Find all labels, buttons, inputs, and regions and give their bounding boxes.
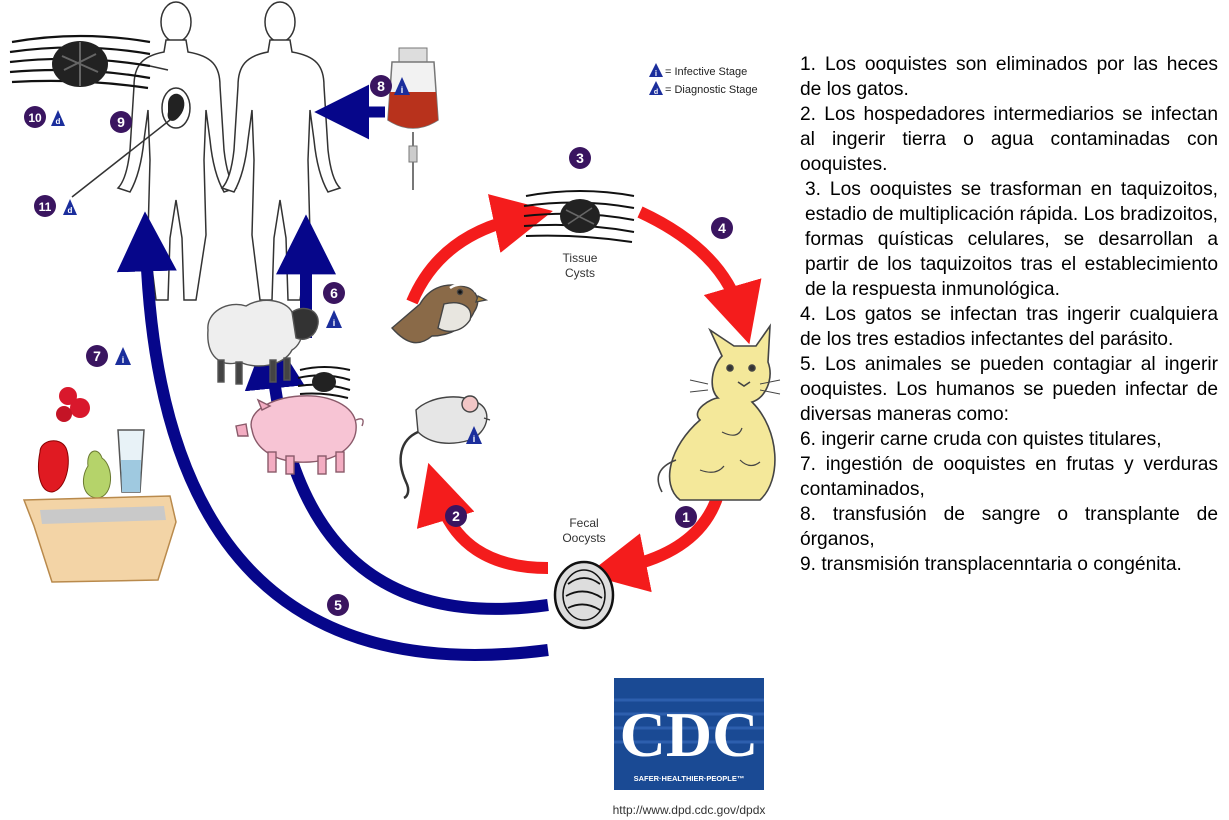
infective-stage-icon bbox=[649, 63, 663, 77]
svg-text:d: d bbox=[56, 117, 61, 126]
step-number-5: 5 bbox=[334, 597, 342, 613]
arrow-4-to-cat bbox=[637, 206, 762, 345]
legend-diagnostic-label: = Diagnostic Stage bbox=[665, 84, 758, 96]
legend-infective-label: = Infective Stage bbox=[665, 66, 747, 78]
step-number-9: 9 bbox=[117, 114, 125, 130]
step-number-11: 11 bbox=[39, 200, 52, 214]
description-item-7: 7. ingestión de ooquistes en frutas y ve… bbox=[800, 454, 1218, 500]
description-item-6: 6. ingerir carne cruda con quistes titul… bbox=[800, 429, 1162, 450]
cdc-tagline: SAFER·HEALTHIER·PEOPLE™ bbox=[634, 774, 745, 783]
step-badge-6 bbox=[323, 282, 345, 304]
step-number-2: 2 bbox=[452, 508, 460, 524]
human-figure-mother bbox=[116, 1, 238, 301]
step-number-8: 8 bbox=[377, 78, 385, 94]
litter-box-icon bbox=[22, 495, 177, 583]
step-badge-5 bbox=[327, 594, 349, 616]
diagnostic-stage-icon bbox=[63, 199, 77, 215]
description-item-5: 5. Los animales se pueden contagiar al i… bbox=[800, 354, 1218, 425]
blood-bag-icon bbox=[387, 47, 439, 190]
arrow-7-to-human bbox=[116, 211, 549, 661]
fecal-oocysts-label-2: Oocysts bbox=[562, 531, 605, 545]
step-badge-3 bbox=[569, 147, 591, 169]
bird-icon bbox=[391, 283, 489, 344]
diagnostic-stage-icon bbox=[51, 110, 65, 126]
legend: i = Infective Stage d = Diagnostic Stage bbox=[649, 63, 758, 96]
human-figure-recipient bbox=[220, 1, 342, 301]
infective-stage-icon bbox=[466, 426, 482, 444]
step-number-1: 1 bbox=[682, 509, 690, 525]
fecal-oocyst-icon bbox=[553, 560, 615, 630]
svg-text:i: i bbox=[401, 85, 404, 95]
diagnostic-stage-icon bbox=[649, 81, 663, 95]
step-badge-4 bbox=[711, 217, 733, 239]
sheep-icon bbox=[207, 299, 319, 385]
step-number-6: 6 bbox=[330, 285, 338, 301]
arrow-2-to-rodent bbox=[416, 462, 549, 574]
svg-text:i: i bbox=[473, 434, 476, 444]
fetus-icon bbox=[167, 93, 185, 121]
infective-stage-icon bbox=[326, 310, 342, 328]
infective-stage-icon bbox=[115, 347, 131, 365]
fecal-oocysts-label-1: Fecal bbox=[569, 516, 598, 530]
tissue-cysts-icon bbox=[523, 190, 635, 243]
step-number-7: 7 bbox=[93, 348, 101, 364]
fruits-icon bbox=[38, 387, 111, 499]
tissue-cyst-brain-icon bbox=[9, 34, 151, 90]
meat-cyst-icon bbox=[297, 366, 351, 399]
step-badge-10 bbox=[24, 106, 46, 128]
description-item-4: 4. Los gatos se infectan tras ingerir cu… bbox=[800, 304, 1218, 350]
arrow-1-cat-to-oocysts bbox=[587, 493, 724, 593]
svg-text:d: d bbox=[654, 89, 658, 96]
water-glass-icon bbox=[117, 429, 145, 493]
cat-icon bbox=[657, 323, 781, 501]
svg-text:i: i bbox=[122, 355, 125, 365]
description-item-1: 1. Los ooquistes son eliminados por las … bbox=[800, 54, 1218, 100]
infective-stage-icon bbox=[394, 77, 410, 95]
step-number-4: 4 bbox=[718, 220, 726, 236]
description-item-8: 8. transfusión de sangre o transplante d… bbox=[800, 504, 1218, 550]
life-cycle-diagram: 8 10 9 11 3 4 6 7 2 1 5 i d d i i i bbox=[9, 1, 781, 817]
cdc-url: http://www.dpd.cdc.gov/dpdx bbox=[613, 803, 766, 817]
description-panel: 1. Los ooquistes son eliminados por las … bbox=[800, 52, 1218, 577]
svg-text:i: i bbox=[333, 318, 336, 328]
step-badge-8 bbox=[370, 75, 392, 97]
cdc-logo-text: CDC bbox=[620, 699, 759, 770]
svg-text:d: d bbox=[68, 206, 73, 215]
step-badge-9 bbox=[110, 111, 132, 133]
step-number-3: 3 bbox=[576, 150, 584, 166]
step-number-10: 10 bbox=[28, 111, 42, 125]
step-badge-7 bbox=[86, 345, 108, 367]
pointer-line bbox=[71, 119, 171, 198]
description-item-9: 9. transmisión transplacenntaria o congé… bbox=[800, 554, 1182, 575]
arrow-3-to-tissue-cysts bbox=[406, 194, 553, 305]
step-badge-1 bbox=[675, 506, 697, 528]
description-item-3: 3. Los ooquistes se trasforman en taquiz… bbox=[805, 179, 1218, 300]
step-badge-2 bbox=[445, 505, 467, 527]
description-item-2: 2. Los hospedadores intermediarios se in… bbox=[800, 104, 1218, 175]
svg-text:i: i bbox=[655, 69, 657, 78]
tissue-cysts-label-2: Cysts bbox=[565, 266, 595, 280]
cdc-logo: CDC SAFER·HEALTHIER·PEOPLE™ http://www.d… bbox=[613, 678, 766, 817]
tissue-cysts-label-1: Tissue bbox=[563, 251, 598, 265]
rodent-icon bbox=[399, 395, 491, 500]
step-badge-11 bbox=[34, 195, 56, 217]
pig-icon bbox=[235, 395, 364, 475]
